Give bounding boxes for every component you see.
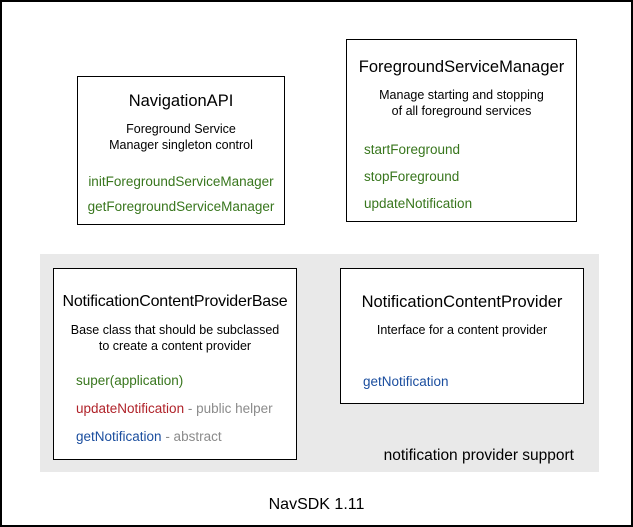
description-line: Foreground Service [126, 122, 236, 136]
method-label: getForegroundServiceManager [87, 199, 275, 214]
description-line: Manager singleton control [109, 138, 253, 152]
method-row: super(application) [76, 373, 296, 389]
method-row: getNotification - abstract [76, 429, 296, 445]
method-label: getNotification [76, 429, 162, 444]
method-label: initForegroundServiceManager [88, 174, 274, 189]
class-description: Interface for a content provider [341, 322, 583, 338]
method-row: updateNotification [364, 196, 576, 212]
class-title: NotificationContentProviderBase [62, 293, 288, 310]
method-label: stopForeground [364, 169, 460, 184]
method-row: startForeground [364, 142, 576, 158]
class-title: ForegroundServiceManager [358, 58, 565, 76]
method-list: startForeground stopForeground updateNot… [347, 142, 576, 212]
class-box-foreground-service-manager: ForegroundServiceManager Manage starting… [346, 39, 577, 222]
diagram-caption: NavSDK 1.11 [268, 496, 365, 513]
method-annotation: - public helper [184, 401, 273, 416]
method-list: super(application) updateNotification - … [54, 373, 296, 445]
class-box-notification-content-provider: NotificationContentProvider Interface fo… [340, 268, 584, 404]
class-box-navigation-api: NavigationAPI Foreground Service Manager… [77, 76, 285, 225]
notification-provider-support-region: NotificationContentProviderBase Base cla… [40, 254, 599, 472]
description-line: Base class that should be subclassed [70, 323, 280, 337]
class-title: NotificationContentProvider [361, 293, 563, 311]
class-description: Manage starting and stopping of all fore… [347, 87, 576, 119]
method-row: updateNotification - public helper [76, 401, 296, 417]
region-label: notification provider support [383, 447, 574, 464]
class-description: Base class that should be subclassed to … [54, 322, 296, 354]
method-list: initForegroundServiceManager getForegrou… [78, 174, 284, 215]
description-line: Manage starting and stopping [379, 88, 544, 102]
method-annotation: - abstract [161, 429, 222, 444]
method-label: updateNotification [364, 196, 473, 211]
method-label: updateNotification [76, 401, 185, 416]
description-line: to create a content provider [98, 339, 252, 353]
method-row: initForegroundServiceManager [78, 174, 284, 190]
description-line: Interface for a content provider [376, 323, 548, 337]
method-row: getForegroundServiceManager [78, 199, 284, 215]
method-row: getNotification [363, 374, 583, 390]
method-label: startForeground [364, 142, 461, 157]
method-label: super(application) [76, 373, 184, 388]
method-label: getNotification [363, 374, 449, 389]
class-box-notification-content-provider-base: NotificationContentProviderBase Base cla… [53, 268, 297, 460]
class-title: NavigationAPI [128, 92, 234, 110]
description-line: of all foreground services [391, 104, 532, 118]
method-row: stopForeground [364, 169, 576, 185]
method-list: getNotification [341, 374, 583, 390]
class-description: Foreground Service Manager singleton con… [78, 121, 284, 153]
